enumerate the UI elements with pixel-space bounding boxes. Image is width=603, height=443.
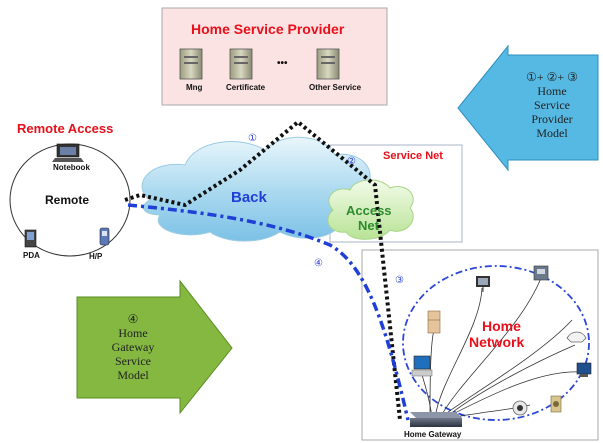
server-label-mng: Mng (186, 83, 203, 92)
provider-model-arrow (457, 44, 599, 172)
home-gateway-icon (410, 412, 462, 427)
notebook-icon (52, 143, 84, 162)
provider-model-line-5: Model (536, 126, 568, 140)
marker-1: ① (248, 133, 257, 144)
marker-4: ④ (314, 258, 323, 269)
remote-label: Remote (45, 193, 90, 207)
phone-icon (566, 331, 587, 343)
hp-label: H/P (89, 252, 103, 261)
access-net-label-1: Access (346, 203, 392, 218)
gateway-model-line-3: Gateway (111, 340, 155, 354)
gateway-model-line-1: ④ (127, 312, 139, 326)
gateway-model-line-2: Home (118, 326, 148, 340)
meter-icon (533, 265, 549, 281)
server-certificate-icon (229, 48, 253, 80)
gateway-model-text: ④ Home Gateway Service Model (88, 312, 178, 382)
gateway-model-arrow (76, 279, 233, 415)
path-remote-gateway (127, 203, 410, 421)
service-net-label: Service Net (383, 150, 443, 162)
back-label: Back (231, 189, 267, 206)
server-ellipsis: ••• (277, 58, 288, 69)
provider-title: Home Service Provider (191, 21, 345, 37)
provider-model-line-4: Provider (531, 112, 573, 126)
computer-icon (411, 355, 433, 377)
provider-model-line-2: Home (537, 84, 567, 98)
speaker-icon (550, 395, 562, 413)
monitor-icon (576, 362, 592, 377)
home-network-label-1: Home (482, 318, 521, 334)
notebook-label: Notebook (53, 163, 90, 172)
pda-icon (24, 229, 37, 248)
home-network-box (361, 249, 599, 441)
gateway-model-line-5: Model (117, 368, 149, 382)
provider-model-text: ①+ ②+ ③ Home Service Provider Model (514, 70, 590, 140)
server-label-other-service: Other Service (309, 83, 362, 92)
mobile-phone-icon (99, 227, 110, 246)
access-net-label-2: Net (358, 218, 379, 233)
server-label-certificate: Certificate (226, 83, 266, 92)
gateway-model-line-4: Service (115, 354, 151, 368)
provider-model-line-1: ①+ ②+ ③ (526, 70, 578, 84)
tv-icon (476, 276, 490, 292)
home-network-ellipse (402, 265, 590, 421)
provider-model-line-3: Service (534, 98, 570, 112)
marker-2: ② (347, 156, 356, 167)
pda-label: PDA (23, 251, 40, 260)
home-wiring (421, 277, 581, 419)
marker-3: ③ (395, 275, 404, 286)
access-net-cloud (327, 179, 414, 240)
path-remote-provider-gateway (124, 119, 402, 421)
camera-icon (512, 400, 528, 416)
home-network-label-2: Network (469, 334, 525, 350)
server-other-service-icon (316, 48, 340, 80)
server-mng-icon (179, 48, 203, 80)
home-gateway-label: Home Gateway (404, 430, 462, 439)
fridge-icon (427, 310, 441, 334)
remote-access-title: Remote Access (17, 121, 114, 136)
